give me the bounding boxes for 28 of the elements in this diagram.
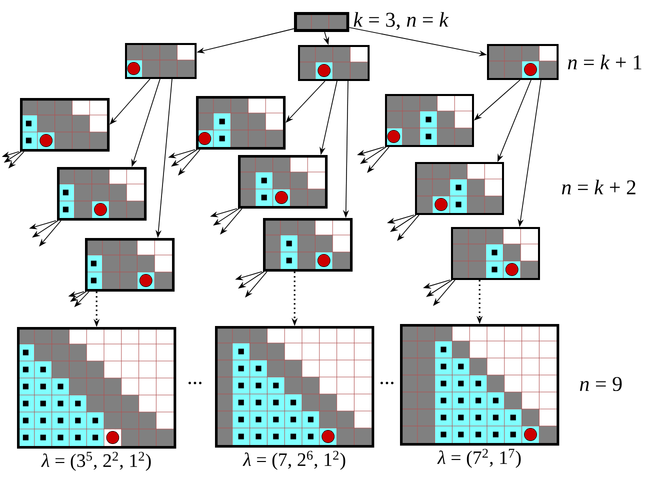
grid-drawing bbox=[298, 44, 370, 81]
grid-drawing bbox=[400, 324, 560, 446]
grid-drawing bbox=[294, 12, 350, 32]
formula-label: λ = (7$^{2}$, 1$^{7}$) bbox=[437, 448, 521, 468]
grid-drawing bbox=[20, 98, 110, 152]
grid-drawing bbox=[450, 226, 540, 280]
level-label: n = k + 2 bbox=[562, 180, 636, 194]
arrow bbox=[433, 280, 456, 306]
grid-drawing bbox=[56, 166, 147, 221]
formula-label: λ = (3$^{5}$, 2$^{2}$, 1$^{2}$) bbox=[41, 452, 151, 471]
grid-drawing bbox=[262, 218, 353, 272]
grid-drawing bbox=[214, 326, 374, 448]
ellipsis: ... bbox=[380, 382, 394, 384]
grid-drawing bbox=[486, 44, 559, 80]
level-label: n = 9 bbox=[580, 376, 622, 392]
grid-drawing bbox=[16, 326, 176, 449]
formula-label: λ = (7, 2$^{6}$, 1$^{2}$) bbox=[242, 450, 346, 470]
grid-drawing bbox=[414, 162, 504, 215]
grid-drawing bbox=[84, 238, 175, 292]
grid-drawing bbox=[384, 94, 474, 147]
level-label: k = 3, n = k bbox=[354, 12, 449, 30]
grid-drawing bbox=[124, 42, 197, 79]
grid-drawing bbox=[238, 154, 328, 209]
ellipsis: ... bbox=[188, 382, 202, 384]
arrow bbox=[367, 146, 390, 173]
arrow bbox=[474, 80, 520, 120]
arrow bbox=[397, 214, 420, 241]
grid-drawing bbox=[196, 96, 286, 150]
